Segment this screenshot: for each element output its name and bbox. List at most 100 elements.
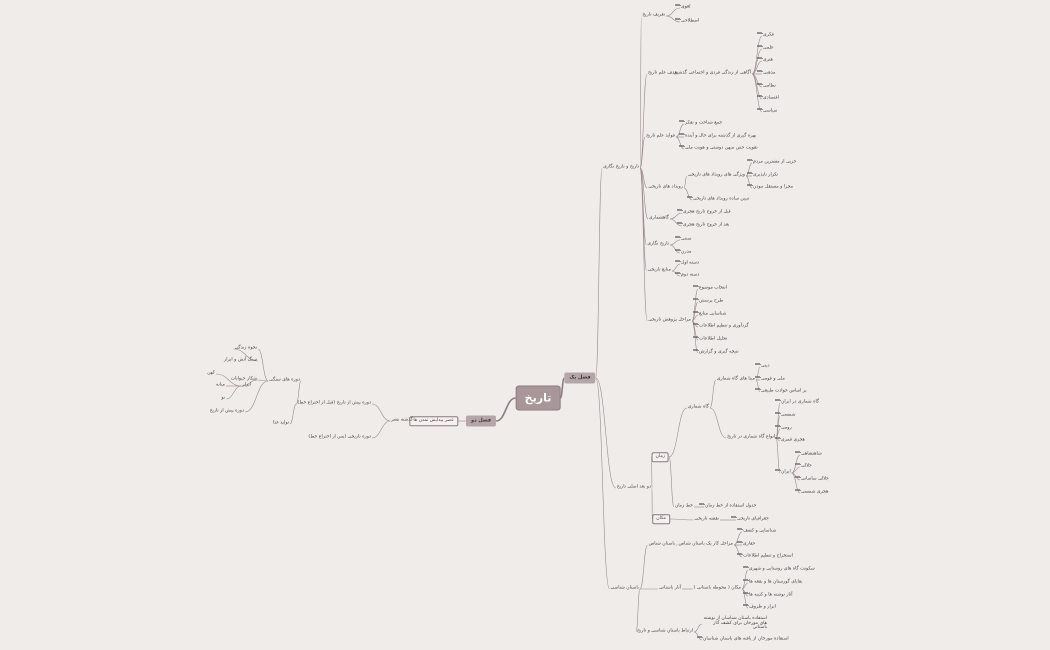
node-iran-1[interactable]: جلالی [795, 463, 813, 471]
node-atlas[interactable]: نقشه تاریخی [694, 516, 719, 522]
node-age-0[interactable]: کهن [207, 370, 215, 376]
node-type-b-3[interactable]: هجری قمری [775, 437, 806, 445]
node-arch-step-0[interactable]: شناسایی و کشف [737, 528, 777, 536]
node-aspect-4[interactable]: نظامی [757, 83, 777, 91]
node-archaeology[interactable]: باستان شناسی [610, 585, 639, 591]
node-research-4[interactable]: تحلیل اطلاعات [693, 336, 728, 344]
node-subject-detail[interactable]: آگاهی از زندگی فردی و اجتماعی گذشته [674, 70, 751, 76]
node-timeline[interactable]: خط زمان [674, 503, 693, 509]
node-source-1[interactable]: دسته دوم [675, 272, 700, 280]
node-chronology-1[interactable]: بعد از خروج تاریخ هجری [677, 222, 730, 230]
node-research[interactable]: مراحل پژوهش تاریخی [648, 317, 691, 323]
connector-line [225, 385, 242, 400]
node-arch-step-1[interactable]: حفاری [737, 541, 756, 549]
node-events[interactable]: رویداد های تاریخی [648, 184, 683, 190]
node-timeline-detail[interactable]: جدول استفاده از خط زمان [699, 503, 757, 511]
chapter-one[interactable]: فصل یک [564, 372, 596, 384]
node-subject[interactable]: هدف علم تاریخ [648, 70, 677, 76]
node-calendar[interactable]: گاه شماری [687, 404, 709, 410]
node-benefit-1[interactable]: بهره گیری از گذشته برای حال و آینده [679, 133, 757, 141]
node-relic-3[interactable]: ابزار و ظروف [743, 604, 777, 612]
node-time[interactable]: زمان [651, 452, 669, 462]
node-arch-def[interactable]: باستان شناس [648, 541, 675, 547]
node-chronology-0[interactable]: قبل از خروج تاریخ هجری [677, 209, 732, 217]
node-iran-0[interactable]: شاهنشاهی [795, 451, 823, 459]
node-calendar-types[interactable]: انواع گاه شماری در تاریخ [727, 434, 775, 440]
note-icon [795, 489, 801, 493]
node-relation-1[interactable]: استفاده مورخان از یافته های باستان شناسا… [697, 636, 790, 644]
node-life[interactable]: نحوه زندگی [234, 345, 257, 351]
node-dating[interactable]: مکان ( محوطه باستانی ) [693, 585, 741, 591]
node-relic-0[interactable]: سکونت گاه های روستایی و شهری [743, 566, 816, 574]
node-type-b-0[interactable]: گاه شماری در ایران [775, 399, 820, 407]
node-research-5[interactable]: نتیجه گیری و گزارش [693, 349, 740, 357]
node-place-detail[interactable]: جغرافیای تاریخی [731, 516, 770, 524]
node-basis-1[interactable]: ملی و قومی [755, 376, 786, 384]
root-node[interactable]: تاریخ [515, 385, 561, 411]
node-arch-step-2[interactable]: استخراج و تنظیم اطلاعات [737, 553, 794, 561]
node-event-feature-2[interactable]: مجزا و مستقل نبودن [747, 184, 794, 192]
node-agri[interactable]: تولید غذا [272, 420, 289, 426]
node-basis-0[interactable]: دینی [755, 363, 771, 371]
node-aspect-2[interactable]: هنری [757, 57, 774, 65]
node-relation[interactable]: ارتباط باستان شناسی و تاریخ [636, 628, 693, 634]
connector-line [665, 15, 681, 23]
node-research-2[interactable]: شناسایی منابع [693, 311, 727, 319]
node-paleo[interactable]: دوره های سنگی [269, 377, 300, 383]
node-aspect-5[interactable]: اقتصادی [757, 95, 780, 103]
node-iran-2[interactable]: جلالی ساسانی [795, 476, 830, 484]
node-age-1[interactable]: میانه [216, 382, 225, 388]
node-event-feature-0[interactable]: جزیی از مشترین مردم [747, 159, 798, 167]
node-sources-b[interactable]: سنگ آتش و ابزار [224, 357, 257, 363]
node-historiography[interactable]: تاریخ و تاریخ نگاری [603, 164, 639, 170]
node-benefits[interactable]: فواید علم تاریخ [646, 133, 675, 139]
node-age[interactable]: ابزار [242, 382, 251, 388]
node-iran[interactable]: ایران [775, 469, 792, 477]
node-type-b-1[interactable]: شمسی [775, 412, 796, 420]
node-aspect-3[interactable]: مذهبی [757, 70, 777, 78]
connector-line [559, 377, 566, 399]
node-relation-0[interactable]: استفاده باستان شناسان از نوشته های مورخا… [703, 616, 767, 631]
node-aspect-6[interactable]: سیاسی [757, 108, 778, 116]
node-event-feature-1[interactable]: تکرار ناپذیری [747, 172, 779, 180]
node-place[interactable]: مکان [652, 514, 670, 524]
node-event-simple[interactable]: تبیین ساده رویداد های تاریخی [687, 196, 750, 204]
node-age-2[interactable]: نو [221, 395, 225, 401]
node-type-1[interactable]: مدرن [675, 249, 692, 257]
node-def-technical[interactable]: اصطلاحی [675, 18, 700, 26]
node-type-0[interactable]: سنتی [675, 236, 692, 244]
node-history[interactable]: دوره تاریخی (پس از اختراع خط) [308, 434, 371, 440]
node-aspect-0[interactable]: فکری [757, 32, 775, 40]
node-hunting[interactable]: شکار حیوانات [230, 376, 257, 382]
node-relics[interactable]: آثار باستانی [658, 585, 681, 591]
node-benefit-0[interactable]: جمع شناخت و تفکر [679, 120, 723, 128]
node-past[interactable]: گذشته بشر [391, 417, 413, 423]
node-research-0[interactable]: انتخاب موضوع [693, 285, 728, 293]
node-types[interactable]: تاریخ نگاری [647, 241, 669, 247]
node-prehistory[interactable]: عصر پیدایش تمدن ها [409, 416, 458, 426]
node-sources[interactable]: منابع تاریخی [647, 267, 671, 273]
node-definition[interactable]: تعریف تاریخ [642, 12, 665, 18]
node-time-place[interactable]: دو بعد اصلی تاریخ [616, 484, 651, 490]
node-research-1[interactable]: طرح پرسش [693, 298, 724, 306]
node-chronology[interactable]: گاهشماری [649, 215, 669, 221]
node-benefit-2[interactable]: تقویت حس میهن دوستی و هویت ملی [679, 145, 759, 153]
node-aspect-1[interactable]: علمی [757, 45, 775, 53]
node-iran-3[interactable]: هجری شمسی [795, 489, 829, 497]
node-calendar-basis[interactable]: مبنا های گاه شماری [716, 376, 755, 382]
node-stone[interactable]: دوره پیش از تاریخ [209, 408, 244, 414]
node-relic-2[interactable]: آثار نوشته ها و کتیبه ها [743, 592, 794, 600]
node-event-features[interactable]: ویژگی های رویداد های تاریخی [687, 172, 745, 178]
node-type-b-2[interactable]: رومی [775, 425, 793, 433]
chapter-two[interactable]: فصل دو [465, 415, 497, 427]
node-source-0[interactable]: دسته اول [675, 260, 700, 268]
note-icon [757, 70, 763, 74]
node-basis-2[interactable]: بر اساس حوادث طبیعی [755, 388, 808, 396]
node-arch-steps[interactable]: مراحل کار یک باستان شناس [678, 541, 733, 547]
node-periods[interactable]: دوره پیش از تاریخ (قبل از اختراع خط) [297, 400, 371, 406]
node-relic-1[interactable]: بقایای گورستان ها و بقعه ها [743, 579, 804, 587]
node-def-lexical[interactable]: لغوی [675, 4, 692, 12]
connector-line [675, 136, 685, 150]
node-research-3[interactable]: گردآوری و تنظیم اطلاعات [693, 323, 750, 331]
connector-line [257, 379, 269, 382]
